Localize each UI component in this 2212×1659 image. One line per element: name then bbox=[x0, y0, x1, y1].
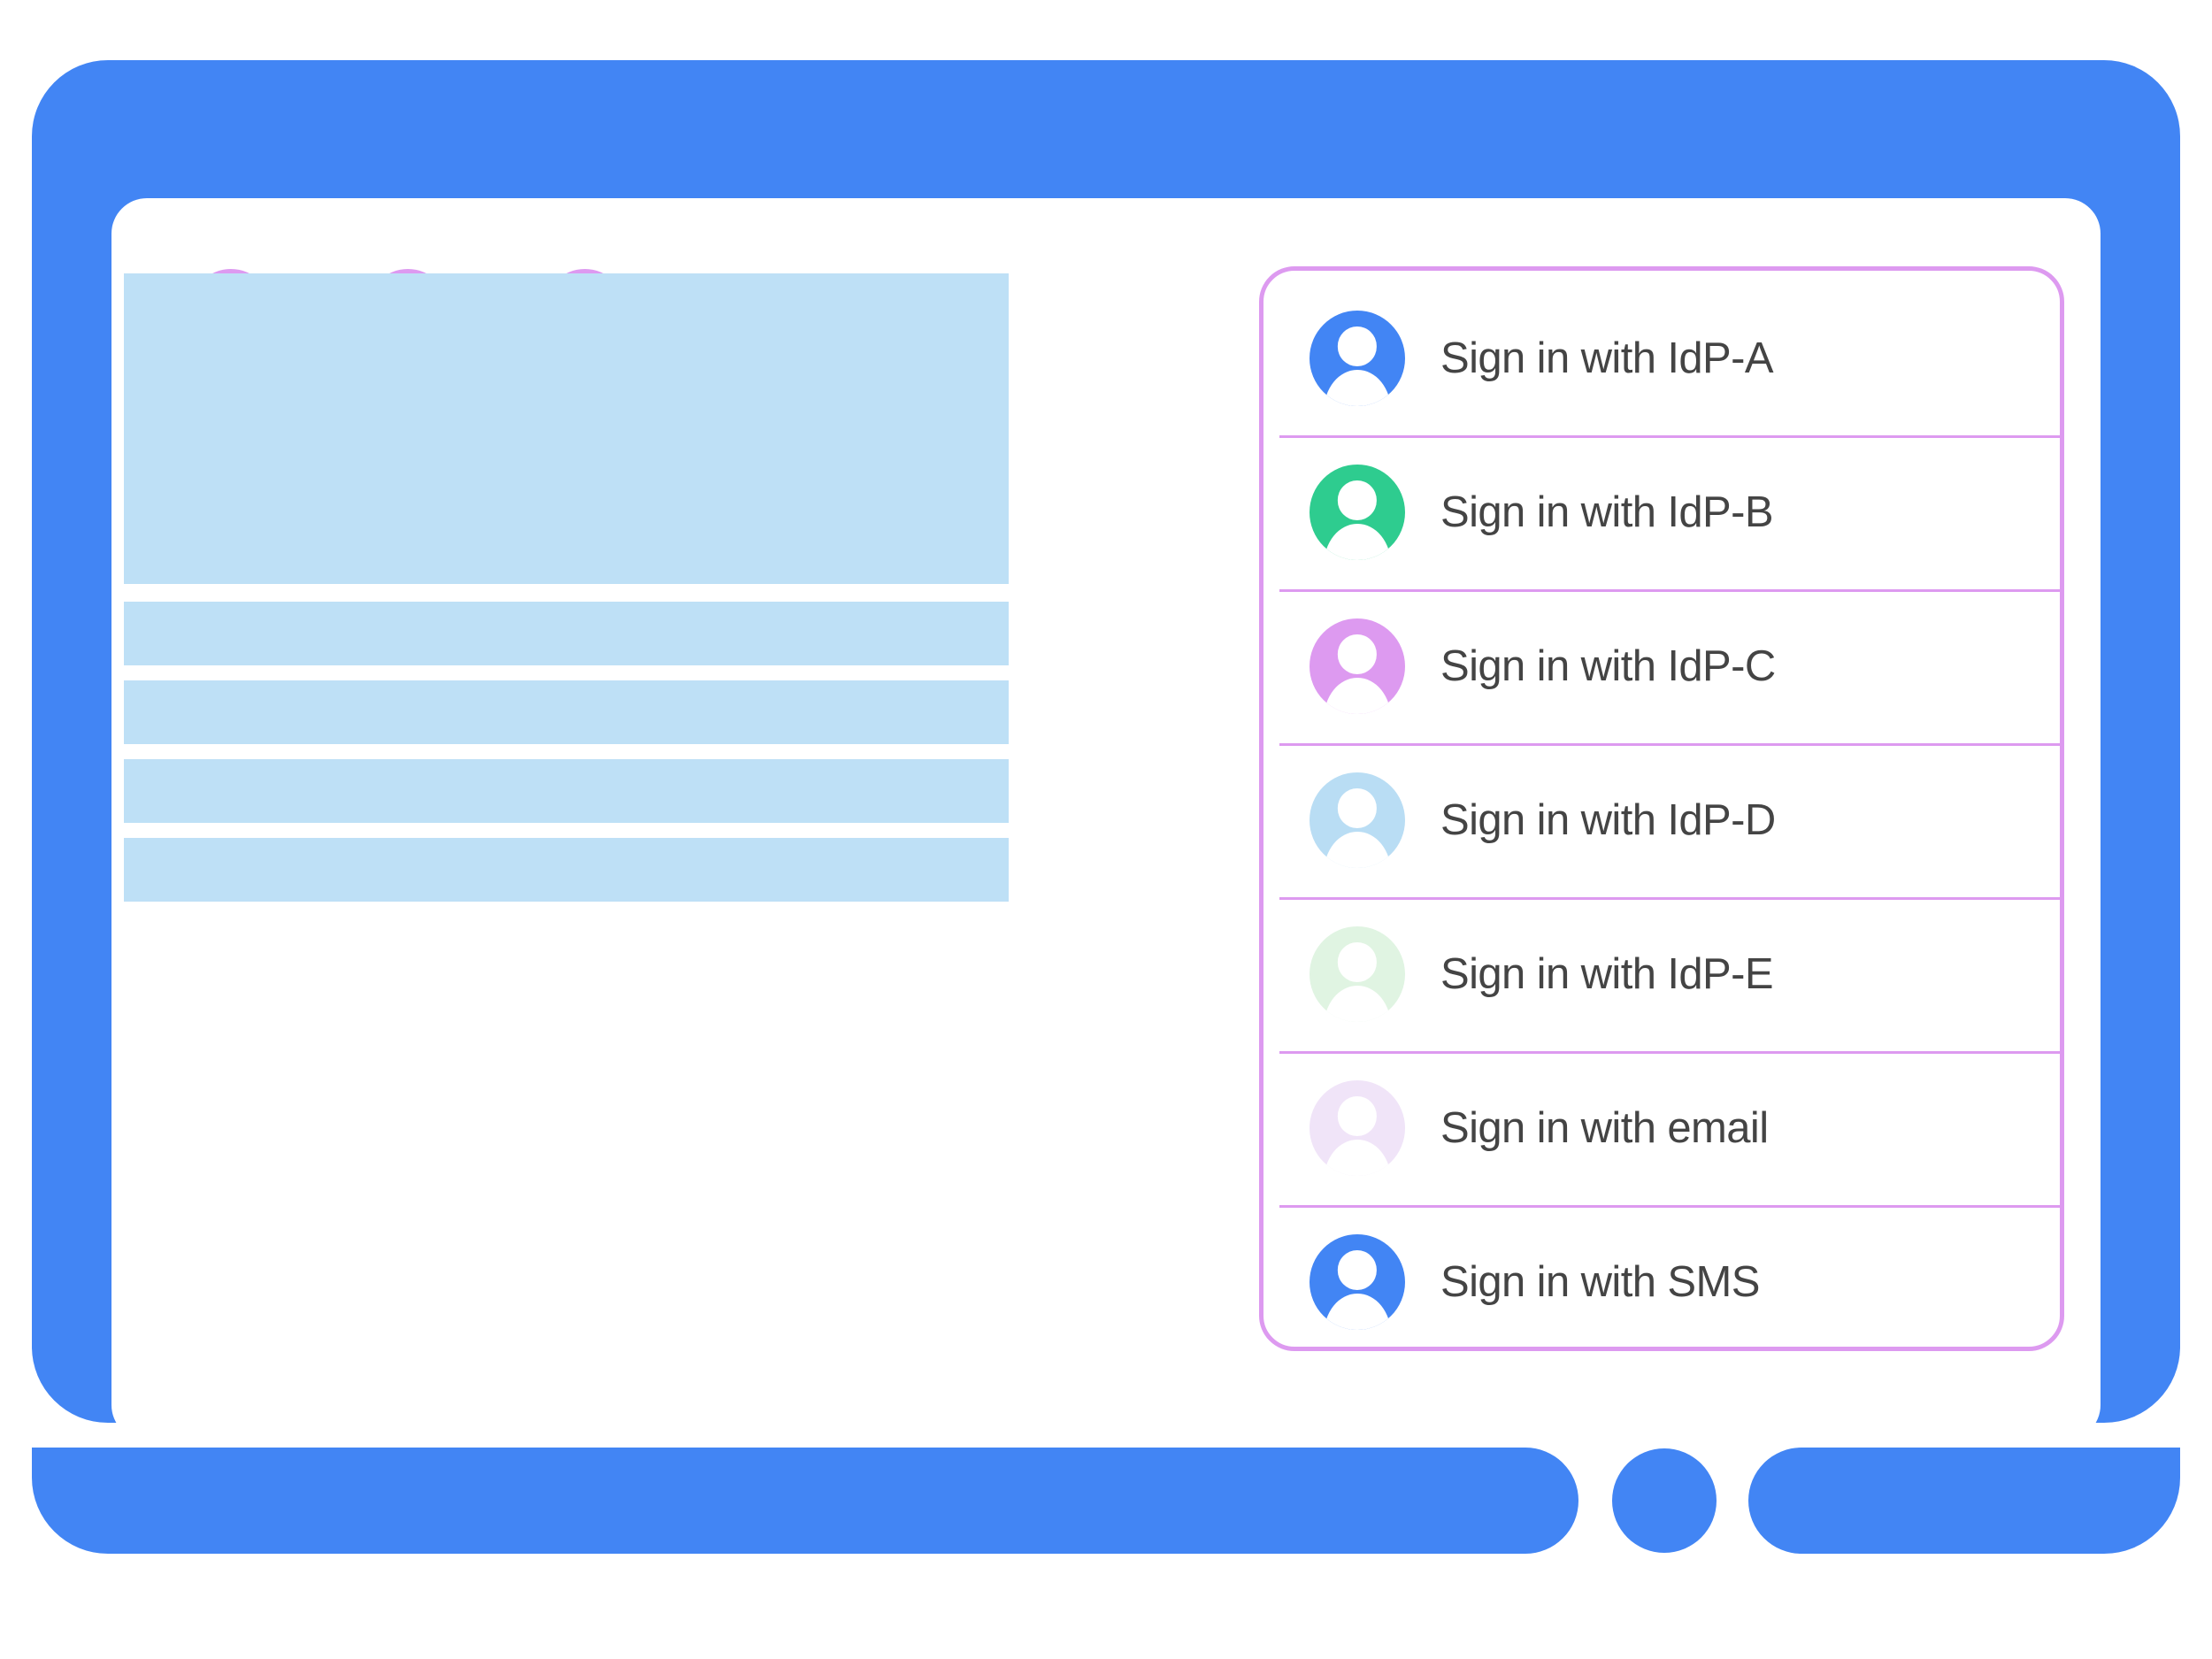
signin-option[interactable]: Sign in with IdP-C bbox=[1263, 589, 2060, 743]
signin-option-label: Sign in with SMS bbox=[1440, 1258, 1760, 1306]
avatar-body bbox=[1324, 1139, 1391, 1176]
content-placeholder-row-1 bbox=[124, 602, 1009, 665]
signin-option[interactable]: Sign in with email bbox=[1263, 1051, 2060, 1205]
signin-option[interactable]: Sign in with IdP-B bbox=[1263, 435, 2060, 589]
content-placeholder-row-4 bbox=[124, 838, 1009, 902]
avatar-body bbox=[1324, 985, 1391, 1022]
signin-option[interactable]: Sign in with SMS bbox=[1263, 1205, 2060, 1359]
avatar-head bbox=[1337, 480, 1378, 520]
avatar-body bbox=[1324, 1293, 1391, 1330]
avatar-icon bbox=[1310, 618, 1405, 714]
avatar-body bbox=[1324, 831, 1391, 868]
signin-option-list: Sign in with IdP-A Sign in with IdP-B Sign… bbox=[1263, 281, 2060, 1359]
signin-option[interactable]: Sign in with IdP-E bbox=[1263, 897, 2060, 1051]
avatar-icon bbox=[1310, 465, 1405, 560]
signin-option-label: Sign in with email bbox=[1440, 1104, 1769, 1152]
avatar-body bbox=[1324, 677, 1391, 714]
device-bottom-bezel-left bbox=[32, 1448, 1578, 1554]
avatar-icon bbox=[1310, 1080, 1405, 1176]
avatar-icon bbox=[1310, 311, 1405, 406]
signin-option-label: Sign in with IdP-D bbox=[1440, 796, 1776, 844]
home-button[interactable] bbox=[1612, 1448, 1717, 1553]
avatar-body bbox=[1324, 523, 1391, 560]
avatar-head bbox=[1337, 326, 1378, 366]
signin-option-label: Sign in with IdP-B bbox=[1440, 488, 1774, 536]
signin-option-label: Sign in with IdP-C bbox=[1440, 642, 1776, 690]
avatar-icon bbox=[1310, 926, 1405, 1022]
device-bottom-bezel-right bbox=[1748, 1448, 2180, 1554]
signin-option-label: Sign in with IdP-E bbox=[1440, 950, 1774, 998]
signin-option[interactable]: Sign in with IdP-D bbox=[1263, 743, 2060, 897]
content-placeholder-hero bbox=[124, 273, 1009, 584]
signin-option-label: Sign in with IdP-A bbox=[1440, 334, 1774, 382]
avatar-head bbox=[1337, 942, 1378, 982]
avatar-head bbox=[1337, 1250, 1378, 1290]
avatar-icon bbox=[1310, 1234, 1405, 1330]
content-placeholder-row-3 bbox=[124, 759, 1009, 823]
avatar-head bbox=[1337, 1096, 1378, 1136]
signin-option[interactable]: Sign in with IdP-A bbox=[1263, 281, 2060, 435]
avatar-body bbox=[1324, 369, 1391, 406]
signin-account-chooser: Sign in with IdP-A Sign in with IdP-B Sign… bbox=[1259, 266, 2064, 1351]
avatar-head bbox=[1337, 788, 1378, 828]
avatar-icon bbox=[1310, 772, 1405, 868]
avatar-head bbox=[1337, 634, 1378, 674]
content-placeholder-row-2 bbox=[124, 680, 1009, 744]
